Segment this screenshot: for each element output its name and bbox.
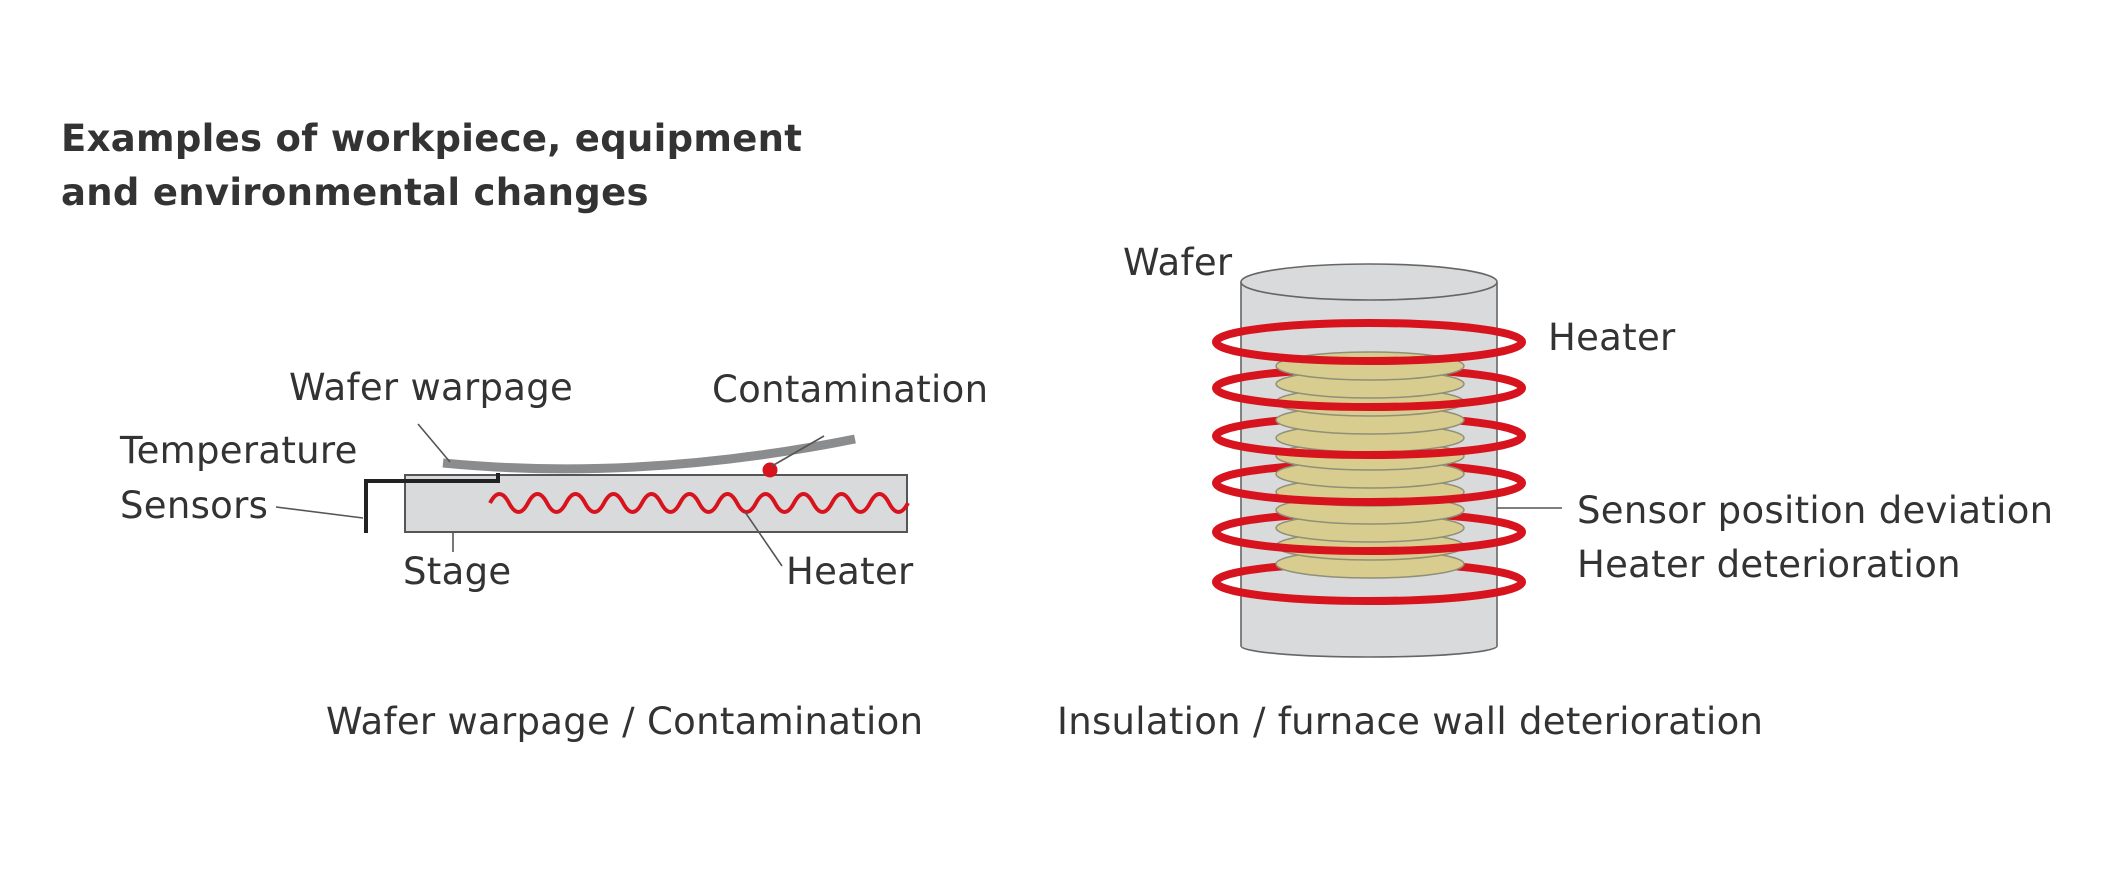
label-wafer-warpage: Wafer warpage [289,366,574,409]
label-sensor-position-deviation: Sensor position deviation [1577,489,2054,532]
label-wafer: Wafer [1123,241,1233,284]
page-title: Examples of workpiece, equipment and env… [61,112,802,220]
title-line-2: and environmental changes [61,171,649,214]
label-heater-deterioration: Heater deterioration [1577,543,1961,586]
contamination-dot [762,462,778,478]
caption-right: Insulation / furnace wall deterioration [1057,700,1764,743]
leader-sensors [275,506,364,519]
label-contamination: Contamination [712,368,989,411]
caption-left: Wafer warpage / Contamination [326,700,924,743]
label-sensors: Sensors [120,484,269,527]
title-line-1: Examples of workpiece, equipment [61,117,803,160]
stage-heater-wave [488,492,910,514]
label-stage: Stage [403,550,512,593]
temperature-sensor [364,473,500,533]
left-diagram [275,423,910,567]
stage [404,474,908,533]
wafer-stack [1275,351,1465,579]
label-heater-left: Heater [786,550,914,593]
leader-heater-left [744,511,783,567]
furnace-top [1240,263,1498,301]
heater-coils-front [1212,340,1526,605]
warped-wafer [442,434,856,474]
leader-contamination [771,435,825,467]
label-heater-right: Heater [1548,316,1676,359]
leader-wafer-warpage [417,423,451,463]
right-diagram [1212,263,1562,658]
label-temperature: Temperature [120,429,358,472]
furnace-bottom-edge [1240,645,1498,658]
